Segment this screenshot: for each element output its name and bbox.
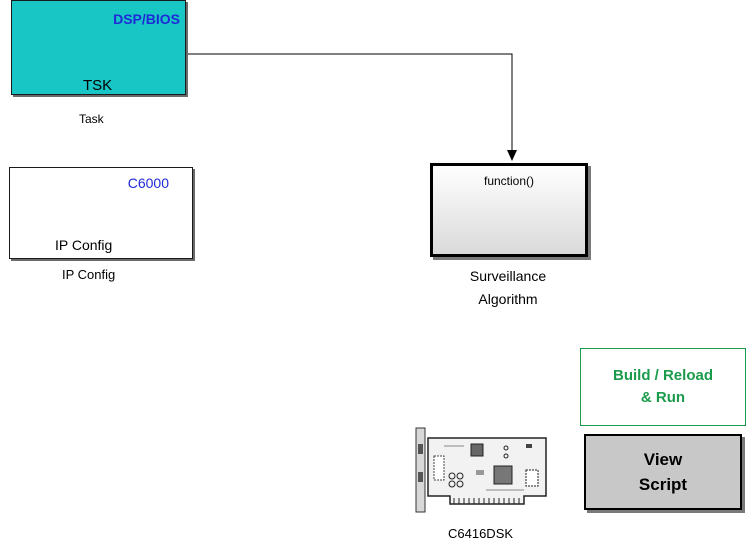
view-button-line2: Script [638, 475, 688, 494]
surveillance-caption-line2: Algorithm [478, 291, 538, 307]
ip-config-block[interactable]: C6000 IP Config [9, 167, 193, 259]
view-script-button[interactable]: View Script [584, 434, 742, 510]
surveillance-subsystem-block[interactable]: function() [430, 163, 588, 257]
board-caption: C6416DSK [448, 526, 514, 541]
function-trigger-label: function() [483, 174, 535, 188]
build-button-line2: & Run [640, 389, 686, 406]
task-block-caption: Task [79, 112, 104, 126]
surveillance-caption: Surveillance Algorithm [443, 265, 573, 311]
ip-config-label: IP Config [55, 237, 113, 253]
surveillance-caption-line1: Surveillance [469, 268, 547, 284]
task-block-label: TSK [83, 77, 113, 94]
view-button-line1: View [643, 450, 683, 469]
ip-config-caption: IP Config [62, 267, 116, 282]
build-reload-run-button[interactable]: Build / Reload & Run [580, 348, 746, 426]
task-block[interactable]: DSP/BIOS TSK [11, 0, 186, 95]
dsp-board-icon[interactable] [414, 426, 554, 514]
task-block-tag: DSP/BIOS [113, 11, 180, 27]
ip-config-tag: C6000 [127, 175, 169, 191]
build-button-line1: Build / Reload [612, 367, 713, 384]
